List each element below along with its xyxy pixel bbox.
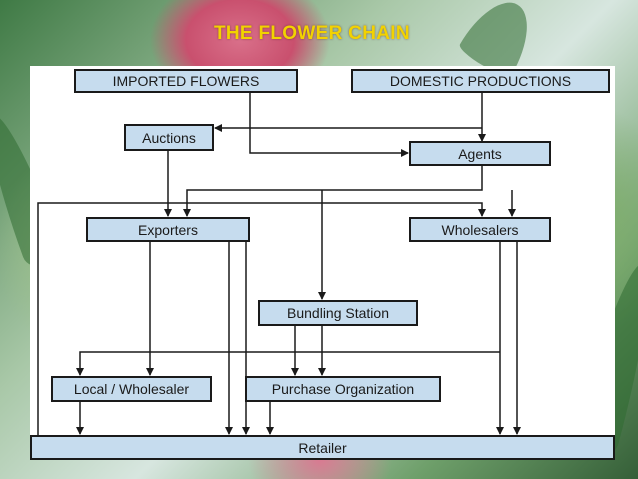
agents-box: Agents	[409, 141, 551, 166]
wholesalers-box: Wholesalers	[409, 217, 551, 242]
purchase-organization-box: Purchase Organization	[245, 376, 441, 402]
arrow-imported-auctions	[214, 92, 251, 132]
arrow-imported-agents	[249, 128, 409, 157]
local-wholesaler-box: Local / Wholesaler	[51, 376, 212, 402]
exporters-box: Exporters	[86, 217, 250, 242]
domestic-productions-box: DOMESTIC PRODUCTIONS	[351, 69, 610, 93]
imported-flowers-box: IMPORTED FLOWERS	[74, 69, 298, 93]
retailer-box: Retailer	[30, 435, 615, 460]
arrow-agents-bus	[183, 166, 483, 217]
arrow-loop-wholesalers	[37, 202, 486, 436]
arrow-wholesalers-local	[76, 351, 500, 376]
bundling-station-box: Bundling Station	[258, 300, 418, 326]
slide-title: THE FLOWER CHAIN	[214, 23, 410, 44]
auctions-box: Auctions	[124, 124, 214, 151]
